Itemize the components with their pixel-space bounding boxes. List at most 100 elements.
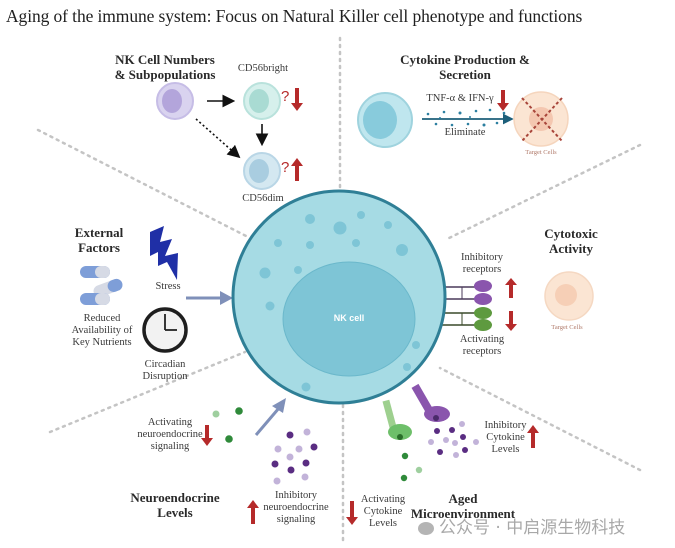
label-line: signaling <box>276 514 316 525</box>
watermark: 公众号 · 中启源生物科技 <box>418 513 625 538</box>
activating-cytokine-receptor-icon <box>382 399 412 440</box>
section-dividers <box>36 36 642 547</box>
heading-line: External <box>74 225 124 240</box>
heading-line: Microenvironment <box>410 506 516 521</box>
cytokine-graphic <box>357 90 569 148</box>
activating-neuro-dots <box>212 407 243 443</box>
x-mark-icon <box>521 97 563 142</box>
cytotoxic-graphic <box>505 271 594 331</box>
activating-cytokine-dots <box>400 452 423 482</box>
label-line: Inhibitory <box>275 490 317 501</box>
stress-label: Stress <box>155 281 181 292</box>
external-arrow <box>186 291 233 305</box>
heading-line: Cytokine Production & <box>400 52 530 67</box>
cd56dim-nucleus <box>249 159 269 183</box>
heading-line: Factors <box>78 240 120 255</box>
heading-line: Secretion <box>439 67 491 82</box>
circadian-label: Circadian Disruption <box>135 359 195 383</box>
heading-line: Activity <box>548 241 594 256</box>
question-mark-bright: ? <box>281 88 290 105</box>
inhibitory-cytokine-dots <box>428 421 479 458</box>
divider-upper-left <box>36 128 252 240</box>
heading-line: Neuroendocrine <box>130 490 220 505</box>
heading-line: Aged <box>448 491 478 506</box>
page-title: Aging of the immune system: Focus on Nat… <box>6 6 583 26</box>
label-line: Disruption <box>142 371 188 382</box>
heading-line: Levels <box>157 505 193 520</box>
divider-lower-left <box>48 350 247 434</box>
cd56dim-label: CD56dim <box>242 193 284 204</box>
nk-precursor-nucleus <box>162 89 182 113</box>
eliminate-label: Eliminate <box>444 127 486 138</box>
section-heading-numbers: NK Cell Numbers & Subpopulations <box>104 52 226 82</box>
up-arrow-inhibitory-cytokine-icon <box>527 425 539 448</box>
nk-cell-nucleus <box>282 261 416 377</box>
down-arrow-activating-neuro-icon <box>201 425 213 446</box>
up-arrow-dim-icon <box>291 158 303 181</box>
wechat-icon <box>418 521 434 535</box>
inhibitory-neuro-label: Inhibitory neuroendocrine signaling <box>256 490 336 526</box>
up-arrow-inhibitory-neuro-icon <box>247 500 259 524</box>
heading-line: & Subpopulations <box>114 67 216 82</box>
label-line: Key Nutrients <box>72 337 132 348</box>
section-heading-neuro: Neuroendocrine Levels <box>120 490 230 520</box>
label-line: Reduced <box>83 313 121 324</box>
label-line: Activating <box>360 494 406 505</box>
inhibitory-cytokine-label: Inhibitory Cytokine Levels <box>478 420 533 456</box>
neuroendocrine-graphic <box>201 398 318 524</box>
microenvironment-graphic <box>346 421 539 525</box>
cytokine-dots <box>426 108 506 127</box>
section-heading-cytokine: Cytokine Production & Secretion <box>395 52 535 82</box>
inhibitory-neuro-dots <box>271 428 318 485</box>
clock-icon <box>142 307 188 353</box>
label-line: Activating <box>459 334 505 345</box>
section-heading-cytotoxic: Cytotoxic Activity <box>536 226 606 256</box>
heading-line: NK Cell Numbers <box>115 52 215 67</box>
activating-cytokine-label: Activating Cytokine Levels <box>355 494 411 530</box>
nk-cell-graphic <box>231 189 492 440</box>
section-heading-external: External Factors <box>64 225 134 255</box>
label-line: Cytokine <box>486 432 525 443</box>
down-arrow-bright-icon <box>291 88 303 111</box>
target-cells-label-top: Target Cells <box>525 149 557 156</box>
cytokine-names-label: TNF-α & IFN-γ <box>426 93 494 104</box>
activating-receptor-icon <box>440 307 492 331</box>
label-line: Inhibitory <box>461 252 503 263</box>
label-line: neuroendocrine <box>263 502 329 513</box>
inhibitory-cytokine-receptor-icon <box>411 383 450 422</box>
watermark-text: 公众号 · 中启源生物科技 <box>439 518 626 538</box>
activating-neuro-label: Activating neuroendocrine signaling <box>132 417 208 453</box>
nk-numbers-graphic <box>156 82 303 190</box>
heading-line: Cytotoxic <box>544 226 598 241</box>
down-arrow-activating-cytokine-icon <box>346 501 358 525</box>
cd56bright-label: CD56bright <box>237 63 289 74</box>
label-line: signaling <box>150 441 190 452</box>
section-heading-micro: Aged Microenvironment <box>408 491 518 521</box>
nk-granules <box>259 211 420 392</box>
nk-cell-label: NK cell <box>333 313 365 323</box>
inhibitory-receptor-icon <box>440 280 492 305</box>
arrow-precursor-to-dim <box>195 118 241 159</box>
label-line: Circadian <box>144 359 186 370</box>
label-line: Inhibitory <box>484 420 527 431</box>
label-line: Availability of <box>71 325 133 336</box>
stress-lightning-icon <box>150 226 178 280</box>
label-line: Activating <box>147 417 193 428</box>
inhibitory-receptors-label: Inhibitory receptors <box>447 252 517 276</box>
activating-receptors-label: Activating receptors <box>447 334 517 358</box>
label-line: Levels <box>491 444 520 455</box>
pills-icon <box>80 266 123 305</box>
label-line: Levels <box>369 518 397 529</box>
label-line: receptors <box>462 346 502 357</box>
label-line: Cytokine <box>363 506 403 517</box>
nutrients-label: Reduced Availability of Key Nutrients <box>62 313 142 349</box>
cd56bright-nucleus <box>249 89 269 113</box>
label-line: neuroendocrine <box>137 429 203 440</box>
external-factors-graphic <box>80 226 233 353</box>
neuro-arrow <box>254 398 286 436</box>
down-arrow-cytokine-icon <box>497 90 509 111</box>
label-line: receptors <box>462 264 502 275</box>
divider-upper-right <box>443 143 642 242</box>
divider-lower-right <box>438 366 642 472</box>
nk-cell-small-nucleus <box>363 101 397 139</box>
